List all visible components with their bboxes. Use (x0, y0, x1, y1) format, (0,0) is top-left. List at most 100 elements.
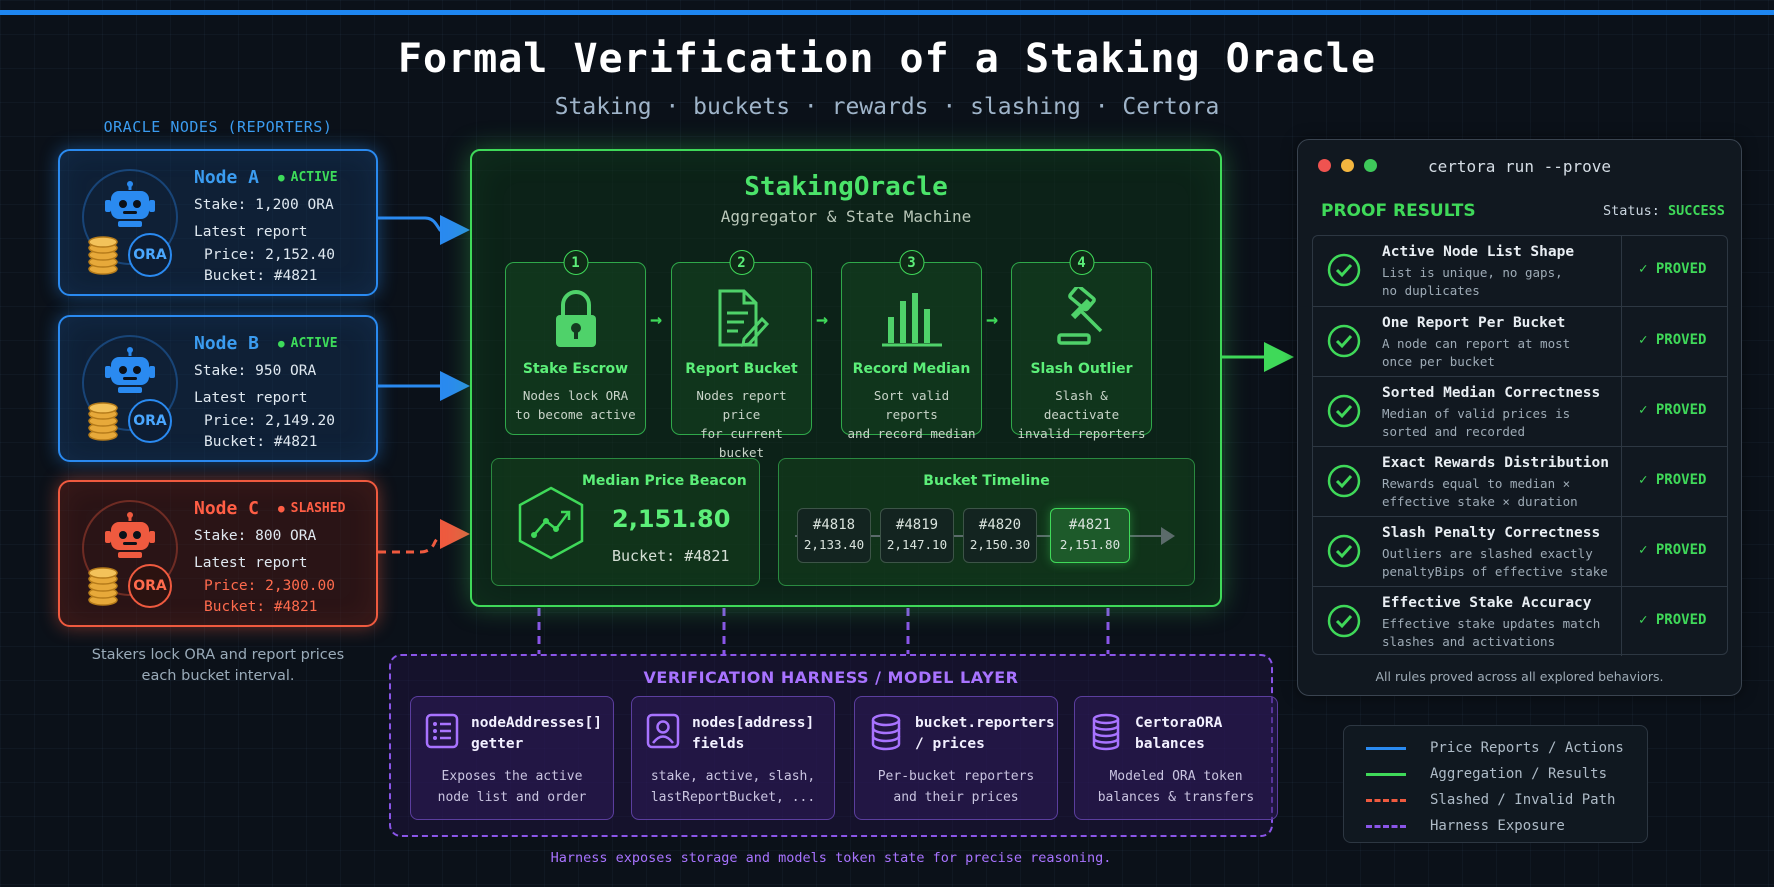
coins-icon (1089, 713, 1123, 755)
nodes-note: Stakers lock ORA and report prices each … (91, 647, 345, 684)
rule-desc-line: slashes and activations (1382, 634, 1556, 649)
beacon-title: Median Price Beacon (582, 473, 747, 489)
harness-card-title: nodes[address]fields (692, 713, 832, 755)
step-number: 4 (1069, 250, 1094, 275)
beacon-value: 2,151.80 (612, 505, 731, 533)
list-icon (425, 713, 459, 753)
node-stake: Stake: 950 ORA (194, 363, 317, 379)
rule-desc-line: Rewards equal to median × (1382, 476, 1571, 491)
median-price-beacon: Median Price Beacon 2,151.80 Bucket: #48… (491, 458, 760, 586)
harness-title-line: balances (1135, 736, 1205, 752)
step-title: Stake Escrow (522, 361, 629, 377)
rule-desc-line: List is unique, no gaps, (1382, 265, 1563, 280)
node-stake: Stake: 1,200 ORA (194, 197, 334, 213)
step-title: Report Bucket (685, 361, 798, 377)
harness-card[interactable]: nodes[address]fields stake, active, slash… (631, 696, 835, 820)
gavel-icon (1012, 287, 1151, 349)
harness-title-line: bucket.reporters (915, 715, 1055, 731)
status-value: SUCCESS (1668, 203, 1725, 219)
step-desc-line: invalid reporters (1017, 426, 1146, 441)
window-close-dot[interactable] (1318, 159, 1331, 172)
rule-verdict: ✓ PROVED (1639, 542, 1707, 558)
bucket-value: 2,151.80 (1059, 537, 1121, 552)
harness-title-line: / prices (915, 736, 985, 752)
node-name: Node A (194, 167, 260, 188)
harness-card-description: stake, active, slash,lastReportBucket, .… (632, 766, 834, 808)
node-price: Price: 2,152.40 (204, 247, 335, 263)
harness-links (537, 608, 1110, 654)
harness-card-title: bucket.reporters / prices (915, 713, 1055, 755)
node-stake: Stake: 800 ORA (194, 528, 317, 544)
harness-title-line: CertoraORA (1135, 715, 1223, 731)
harness-title-line: nodes[address] (692, 715, 815, 731)
check-circle-icon (1327, 534, 1361, 572)
step-desc-line: Nodes report price (696, 388, 787, 422)
rule-verdict: ✓ PROVED (1639, 332, 1707, 348)
window-minimize-dot[interactable] (1341, 159, 1354, 172)
terminal-command: certora run --prove (1427, 157, 1612, 176)
window-maximize-dot[interactable] (1364, 159, 1377, 172)
robot-icon (102, 181, 158, 233)
coin-stack-icon (86, 567, 120, 611)
arrow-node-a (378, 215, 470, 245)
legend-line-swatch (1366, 824, 1406, 828)
rule-divider (1621, 587, 1622, 656)
legend-line-swatch (1366, 746, 1406, 750)
timeline-title: Bucket Timeline (923, 473, 1050, 489)
harness-card-title: CertoraORA balances (1135, 713, 1275, 755)
rule-name: Active Node List Shape (1382, 244, 1575, 260)
coin-stack-icon (86, 236, 120, 280)
legend-label: Aggregation / Results (1430, 766, 1608, 782)
legend-line-swatch (1366, 798, 1406, 802)
step-desc-line: and record median (847, 426, 976, 441)
rule-desc-line: sorted and recorded (1382, 424, 1525, 439)
rule-name: Sorted Median Correctness (1382, 385, 1601, 401)
legend-item: Slashed / Invalid Path (1366, 790, 1615, 810)
rule-desc-line: penaltyBips of effective stake (1382, 564, 1608, 579)
step-number: 2 (729, 250, 754, 275)
node-report-label: Latest report (194, 555, 308, 571)
legend-item: Price Reports / Actions (1366, 738, 1624, 758)
step-desc-line: to become active (515, 407, 636, 422)
rule-verdict: ✓ PROVED (1639, 612, 1707, 628)
node-bucket: Bucket: #4821 (204, 268, 318, 284)
rule-desc-line: Median of valid prices is (1382, 406, 1571, 421)
step-arrow-icon: → (650, 307, 663, 331)
node-name: Node C (194, 498, 260, 519)
terminal-footer: All rules proved across all explored beh… (1375, 669, 1664, 684)
step-number: 1 (563, 250, 588, 275)
bucket-id: #4819 (895, 517, 939, 533)
step-arrow-icon: → (986, 307, 999, 331)
rule-name: Exact Rewards Distribution (1382, 455, 1609, 471)
node-name: Node B (194, 333, 260, 354)
node-status-badge: ACTIVE (278, 336, 338, 351)
rule-verdict: ✓ PROVED (1639, 402, 1707, 418)
